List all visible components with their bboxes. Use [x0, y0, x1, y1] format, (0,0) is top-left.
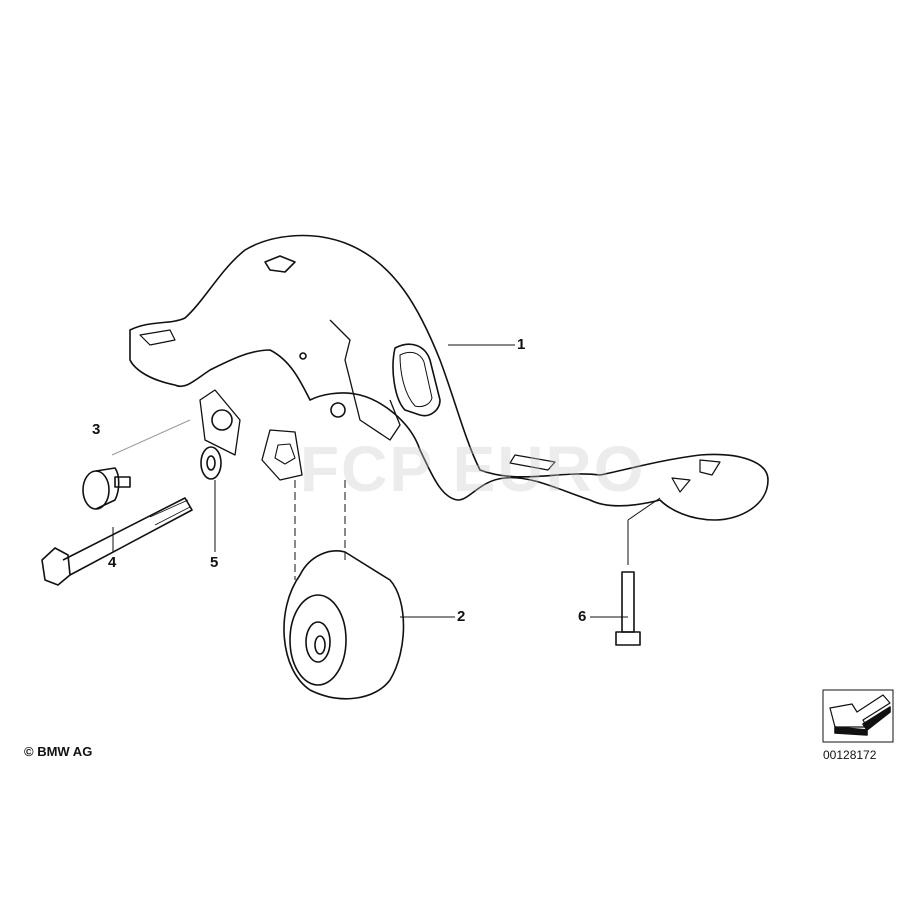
watermark-logo: FCP EURO [300, 433, 646, 505]
part-1-subframe [129, 234, 769, 521]
callout-4: 4 [108, 554, 117, 571]
callout-3: 3 [92, 421, 101, 438]
callout-5: 5 [210, 554, 219, 571]
copyright-text: © BMW AG [24, 744, 93, 759]
part-6-bolt [615, 571, 641, 646]
image-number: 00128172 [823, 748, 877, 762]
view-direction-arrow-icon [822, 689, 894, 743]
part-3-stop-buffer [82, 467, 131, 510]
callout-2: 2 [457, 608, 466, 625]
part-5-washer [200, 446, 222, 480]
part-4-hex-bolt [41, 497, 193, 586]
callout-6: 6 [578, 608, 587, 625]
callout-1: 1 [517, 336, 526, 353]
part-2-rubber-mount [283, 550, 405, 700]
